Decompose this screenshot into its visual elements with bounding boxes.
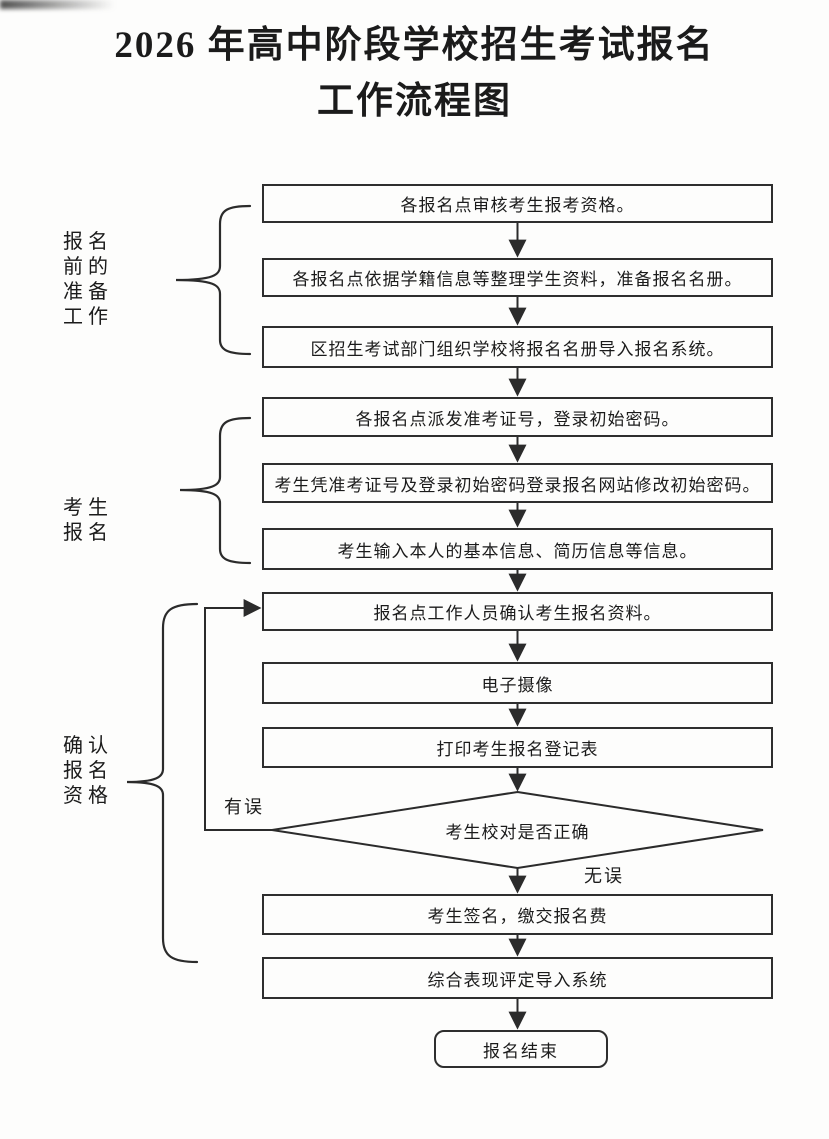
group-brace-confirmation (126, 602, 199, 964)
title-line-2: 工作流程图 (317, 81, 512, 122)
group-label-registration: 考生 报名 (63, 497, 113, 544)
step-box-change-password: 考生凭准考证号及登录初始密码登录报名网站修改初始密码。 (262, 463, 773, 503)
page-title: 2026 年高中阶段学校招生考试报名 工作流程图 (0, 18, 829, 130)
group-label-preparation: 报名 前的 准备 工作 (63, 231, 113, 328)
branch-label-ok: 无误 (584, 866, 624, 886)
decision-label: 考生校对是否正确 (445, 822, 590, 842)
group-brace-preparation (175, 204, 252, 356)
scan-edge-artifact (0, 0, 115, 9)
step-box-sign-pay-fee: 考生签名，缴交报名费 (262, 894, 773, 935)
step-box-audit-qualification: 各报名点审核考生报考资格。 (262, 184, 773, 223)
step-box-import-roster: 区招生考试部门组织学校将报名名册导入报名系统。 (262, 326, 773, 368)
step-box-confirm-materials: 报名点工作人员确认考生报名资料。 (262, 592, 773, 631)
branch-label-error: 有误 (224, 797, 264, 817)
step-box-import-evaluation: 综合表现评定导入系统 (262, 957, 773, 999)
decision-diamond (271, 790, 764, 870)
end-terminator: 报名结束 (434, 1030, 608, 1068)
step-box-electronic-photo: 电子摄像 (262, 662, 773, 704)
group-braces (126, 204, 252, 964)
group-label-confirmation: 确认 报名 资格 (63, 735, 113, 807)
step-box-print-form: 打印考生报名登记表 (262, 727, 773, 768)
step-box-issue-ticket-number: 各报名点派发准考证号，登录初始密码。 (262, 397, 773, 437)
step-box-enter-info: 考生输入本人的基本信息、简历信息等信息。 (262, 528, 773, 570)
group-brace-registration (179, 416, 252, 565)
error-loop-line (204, 599, 272, 831)
title-line-1: 2026 年高中阶段学校招生考试报名 (114, 25, 715, 66)
step-box-prepare-roster: 各报名点依据学籍信息等整理学生资料，准备报名名册。 (262, 258, 773, 297)
